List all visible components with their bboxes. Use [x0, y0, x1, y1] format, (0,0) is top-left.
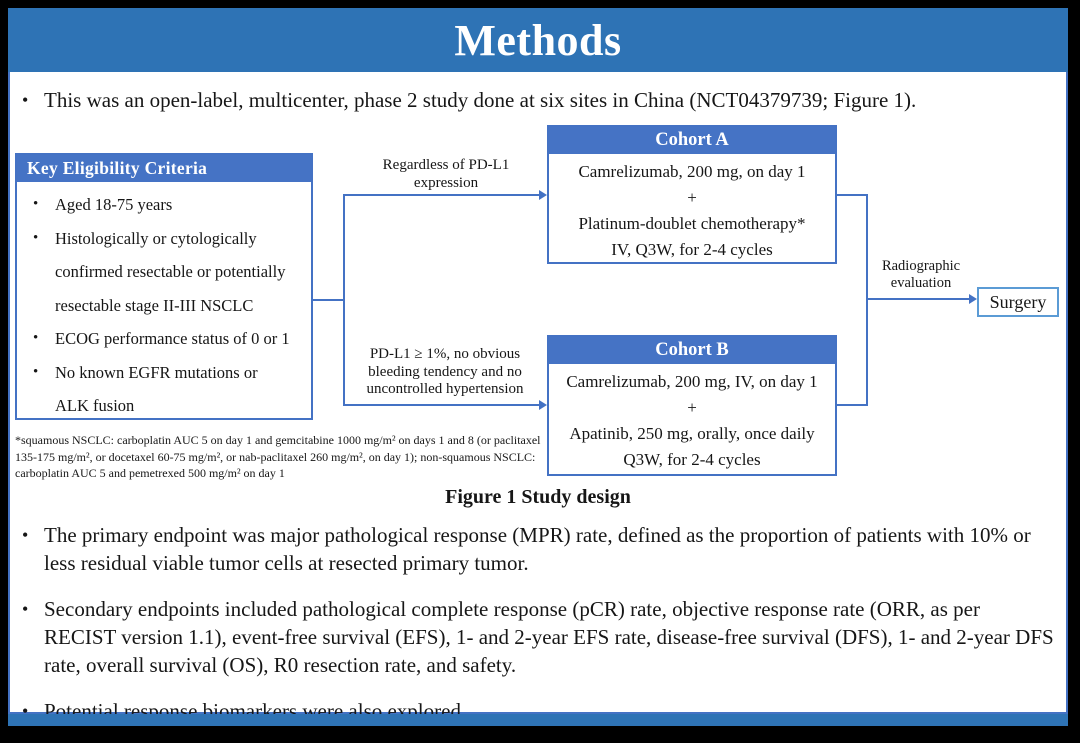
- page-title: Methods: [454, 15, 622, 65]
- bullet-icon: •: [22, 90, 29, 110]
- primary-endpoint-bullet: • The primary endpoint was major patholo…: [22, 521, 1054, 577]
- endpoint-bullets: • The primary endpoint was major patholo…: [22, 521, 1054, 743]
- title-bar: Methods: [8, 8, 1068, 72]
- bullet-icon: •: [22, 525, 29, 545]
- bullet-text: Secondary endpoints included pathologica…: [44, 597, 1054, 677]
- intro-bullet-text: This was an open-label, multicenter, pha…: [44, 88, 917, 112]
- bottom-bar: [8, 714, 1068, 726]
- secondary-endpoints-bullet: • Secondary endpoints included pathologi…: [22, 595, 1054, 679]
- bullet-icon: •: [22, 701, 29, 721]
- bullet-icon: •: [22, 599, 29, 619]
- methods-slide: Methods • This was an open-label, multic…: [8, 8, 1068, 726]
- bullet-text: The primary endpoint was major pathologi…: [44, 523, 1031, 575]
- intro-bullet: • This was an open-label, multicenter, p…: [22, 86, 1078, 114]
